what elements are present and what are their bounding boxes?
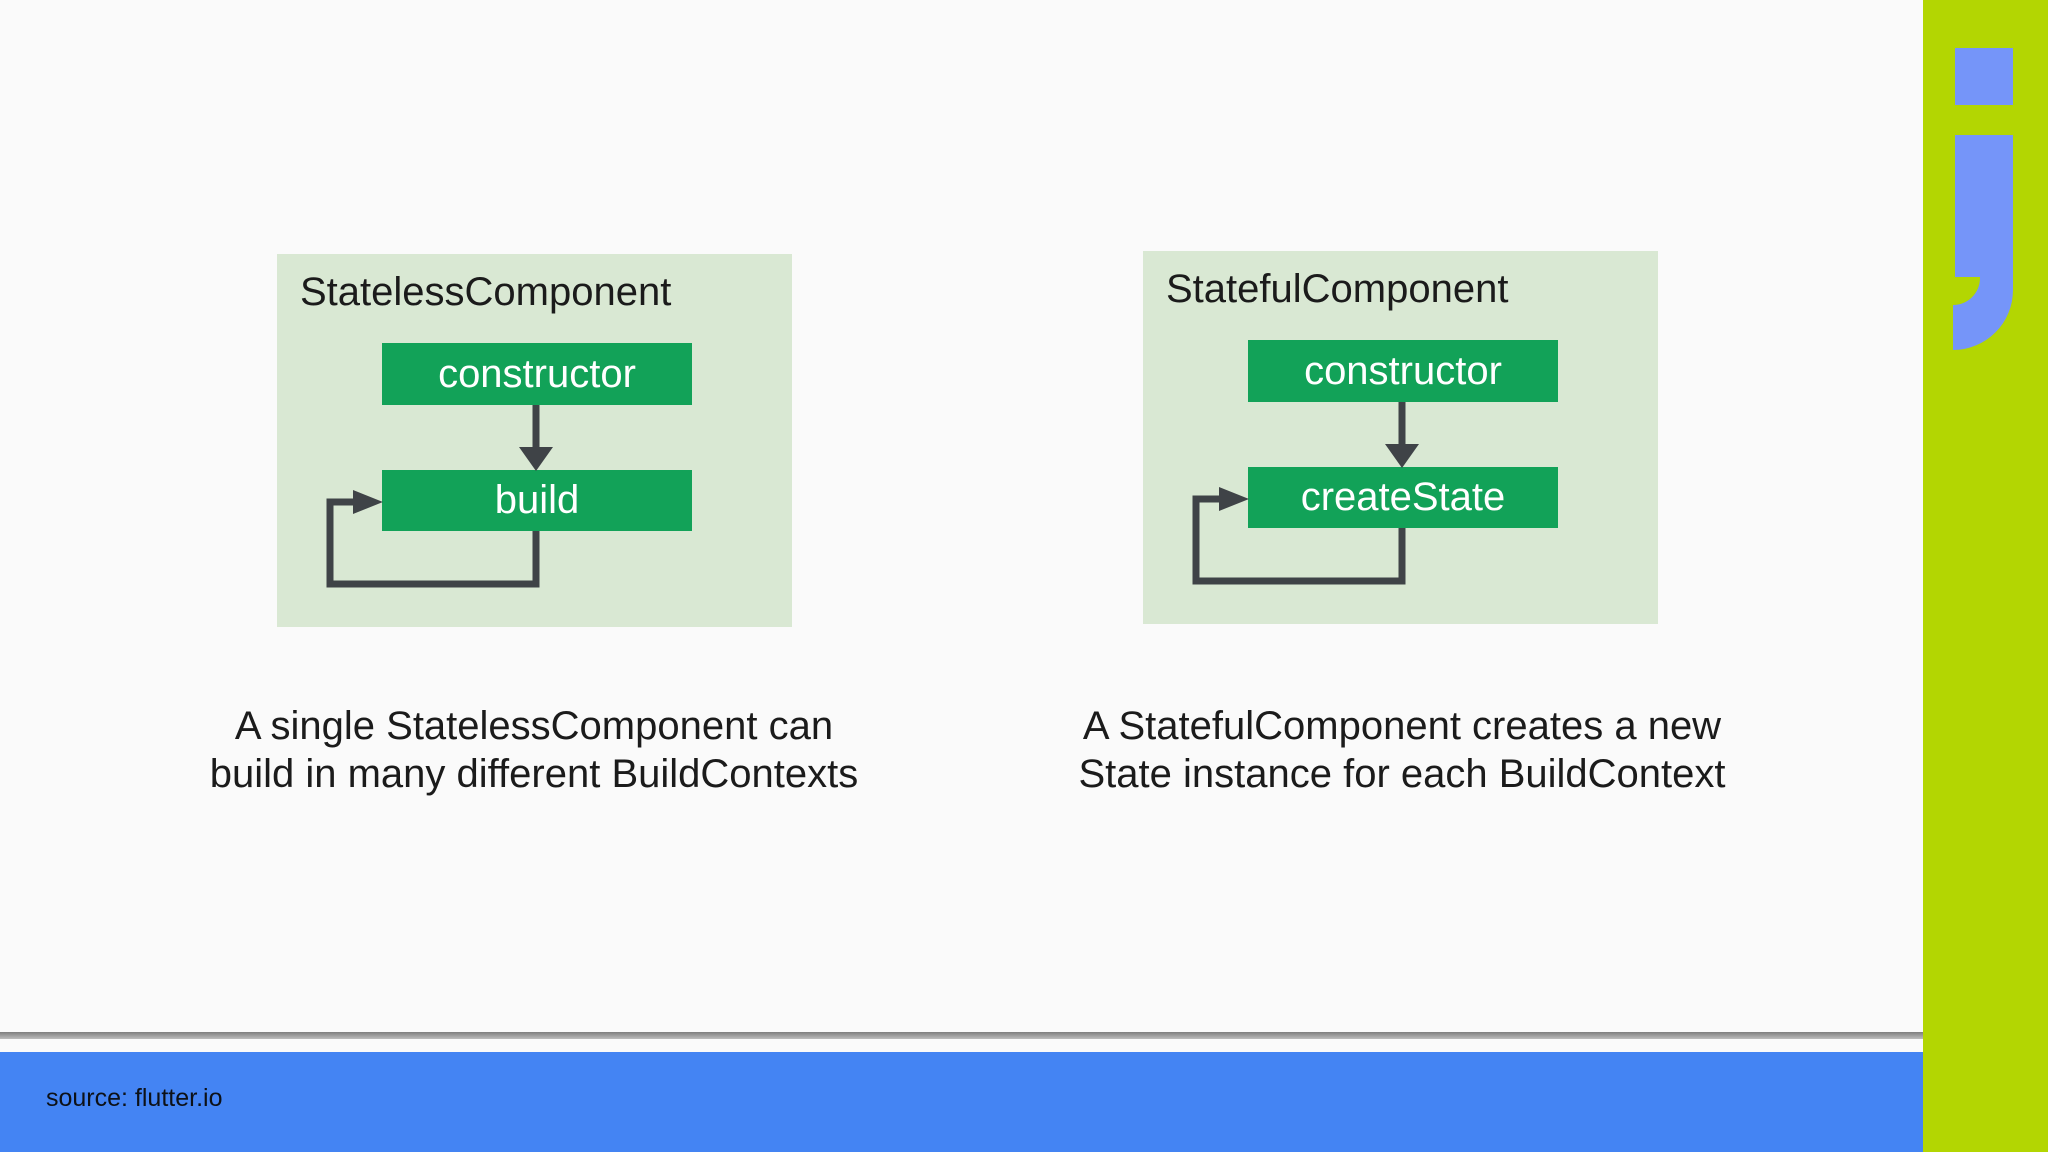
build-node: build bbox=[382, 470, 692, 531]
source-attribution: source: flutter.io bbox=[46, 1083, 223, 1112]
j-logo-icon bbox=[1953, 48, 2013, 350]
panel-title: StatelessComponent bbox=[300, 270, 672, 314]
panel-title: StatefulComponent bbox=[1166, 267, 1509, 311]
rebuild-loop-connector bbox=[1192, 495, 1406, 585]
arrowhead-right-icon bbox=[353, 490, 383, 514]
stateless-caption: A single StatelessComponent can build in… bbox=[184, 702, 884, 798]
flow-arrows bbox=[1192, 402, 1419, 585]
stateless-lifecycle-panel: StatelessComponent constructor build bbox=[277, 254, 792, 627]
constructor-node: constructor bbox=[1248, 340, 1558, 402]
arrowhead-right-icon bbox=[1219, 487, 1249, 511]
rebuild-loop-connector bbox=[326, 498, 540, 588]
create-state-node: createState bbox=[1248, 467, 1558, 528]
stateful-lifecycle-panel: StatefulComponent constructor createStat… bbox=[1143, 251, 1658, 624]
arrowhead-down-icon bbox=[519, 447, 553, 471]
j-body-shape bbox=[1953, 135, 2013, 350]
constructor-node: constructor bbox=[382, 343, 692, 405]
sidebar-accent-bar bbox=[1923, 0, 2048, 1152]
separator-line bbox=[0, 1032, 2048, 1039]
arrowhead-down-icon bbox=[1385, 444, 1419, 468]
caption-line: State instance for each BuildContext bbox=[1078, 752, 1726, 796]
footer-bar: source: flutter.io bbox=[0, 1052, 2048, 1152]
j-dot-shape bbox=[1955, 48, 2013, 105]
stateful-caption: A StatefulComponent creates a new State … bbox=[1052, 702, 1752, 798]
flow-arrows bbox=[326, 405, 553, 588]
caption-line: A single StatelessComponent can bbox=[234, 704, 834, 748]
caption-line: build in many different BuildContexts bbox=[209, 752, 859, 796]
caption-line: A StatefulComponent creates a new bbox=[1082, 704, 1722, 748]
